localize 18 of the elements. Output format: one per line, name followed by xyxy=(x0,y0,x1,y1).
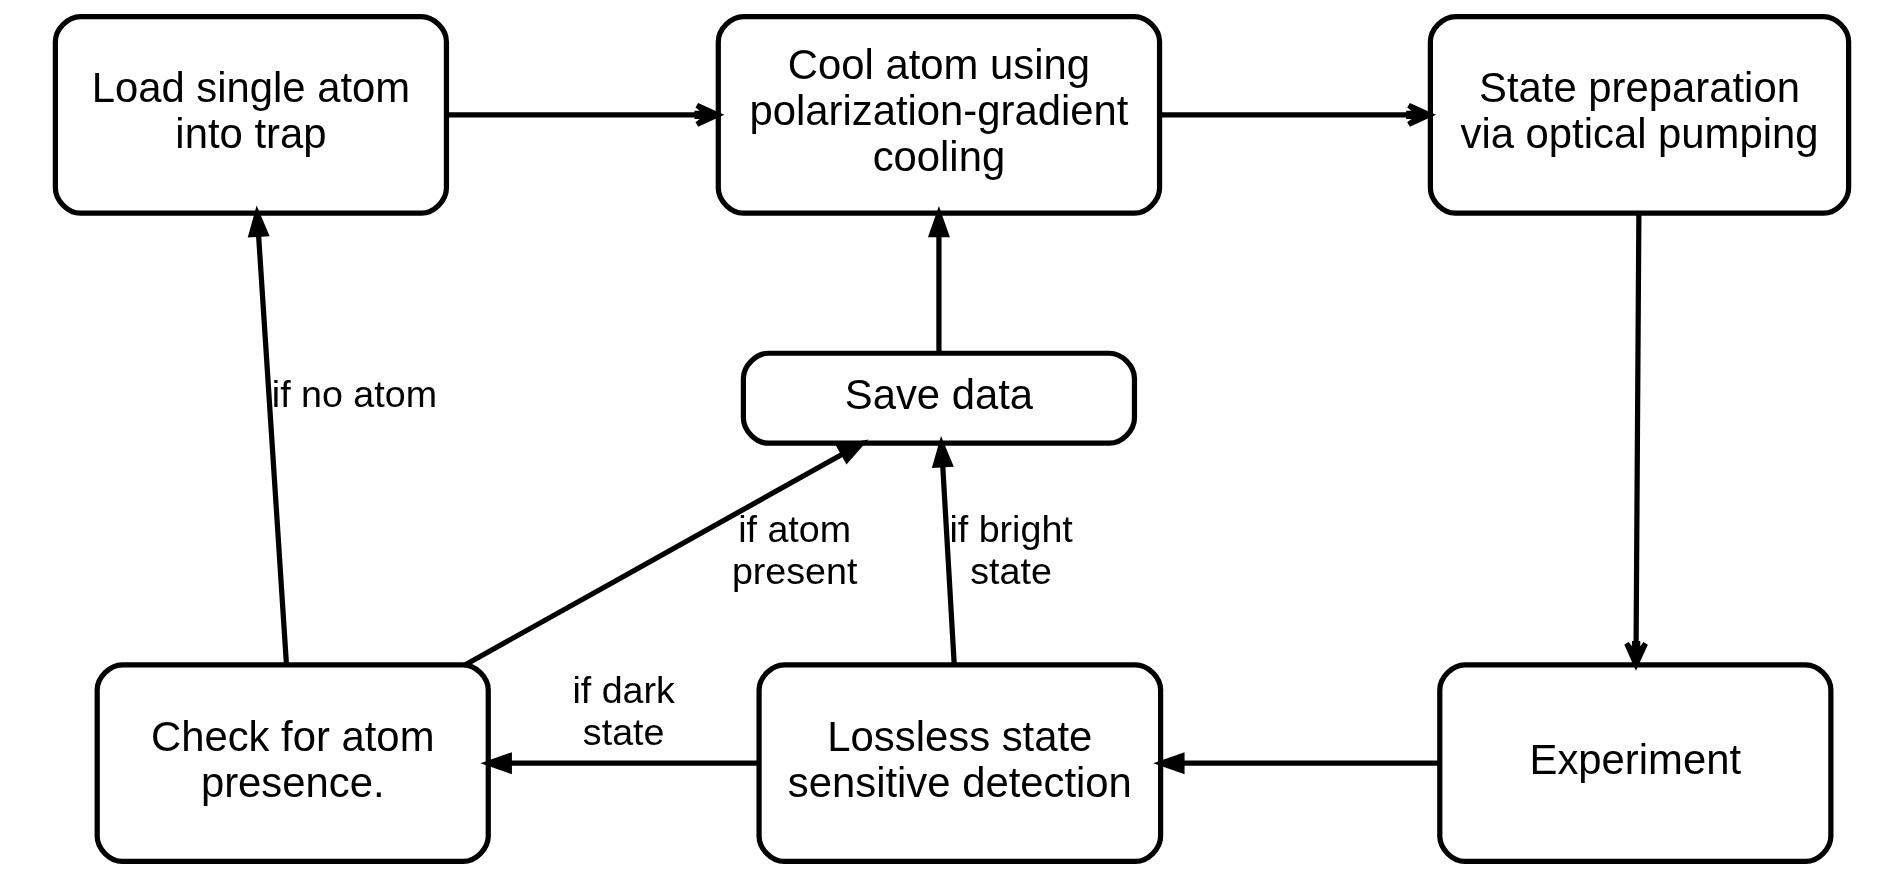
edge-label: if bright state xyxy=(948,508,1073,593)
node-box: Cool atom using polarization-gradient cooling xyxy=(715,13,1162,216)
arrow xyxy=(1623,213,1648,668)
node-box: Check for atom presence. xyxy=(94,662,491,865)
arrow xyxy=(931,435,957,665)
edge-label: if atom present xyxy=(731,508,857,593)
node-box: Experiment xyxy=(1436,662,1833,865)
node-box: Load single atom into trap xyxy=(52,13,449,216)
node-box: Lossless state sensitive detection xyxy=(755,662,1163,865)
node-box: Save data xyxy=(740,350,1137,446)
arrow xyxy=(927,205,950,353)
edge-label: if no atom xyxy=(271,373,437,416)
arrow xyxy=(247,205,289,665)
node-box: State preparation via optical pumping xyxy=(1427,13,1851,216)
edge-label: if dark state xyxy=(571,669,675,754)
arrow xyxy=(463,439,869,667)
arrow xyxy=(1152,752,1439,775)
arrow xyxy=(479,752,759,775)
